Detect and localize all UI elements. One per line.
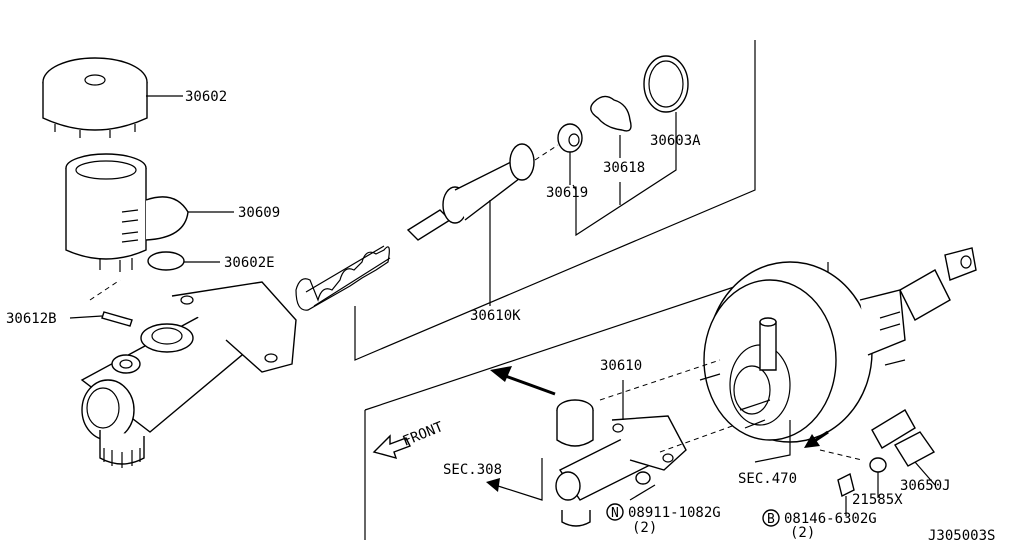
label-bolt-part: 08146-6302G [784, 511, 877, 527]
label-front: FRONT [401, 419, 447, 450]
direction-arrows [486, 366, 829, 501]
label-30610: 30610 [600, 358, 642, 374]
label-30618: 30618 [603, 160, 645, 176]
label-30602: 30602 [185, 89, 227, 105]
label-nut-part: 08911-1082G [628, 505, 721, 521]
label-30602E: 30602E [224, 255, 275, 271]
label-30619: 30619 [546, 185, 588, 201]
master-cylinder-installed [555, 380, 687, 527]
label-bolt-qty: (2) [790, 525, 815, 541]
label-sec470: SEC.470 [738, 471, 797, 487]
drawing-code: J305003S [928, 528, 995, 543]
label-sec308: SEC.308 [443, 462, 502, 478]
label-21585X: 21585X [852, 492, 903, 508]
plate-30618 [590, 95, 632, 132]
bolt-symbol-circle [762, 509, 780, 527]
label-30609: 30609 [238, 205, 280, 221]
o-ring-30602E [147, 251, 185, 271]
return-spring [295, 245, 391, 311]
leader-lines [69, 40, 756, 540]
nut-symbol-letter: N [611, 506, 619, 521]
pin-30612B [101, 311, 133, 327]
label-30603A: 30603A [650, 133, 701, 149]
reservoir-tank [65, 153, 189, 272]
snap-ring-30603A [643, 55, 689, 113]
piston-30610K [406, 143, 559, 241]
washer-21585X [869, 457, 887, 473]
clevis-30650J [871, 409, 936, 486]
master-cylinder-body [80, 281, 297, 468]
label-30610K: 30610K [470, 308, 521, 324]
bolt-symbol-letter: B [767, 512, 775, 527]
seal-30619 [557, 123, 583, 153]
front-indicator [372, 434, 411, 460]
bolt [837, 472, 855, 516]
label-30650J: 30650J [900, 478, 951, 494]
nut-symbol-circle [606, 503, 624, 521]
label-30612B: 30612B [6, 311, 57, 327]
label-nut-qty: (2) [632, 520, 657, 536]
reservoir-cap [42, 57, 148, 138]
brake-booster [699, 247, 977, 443]
